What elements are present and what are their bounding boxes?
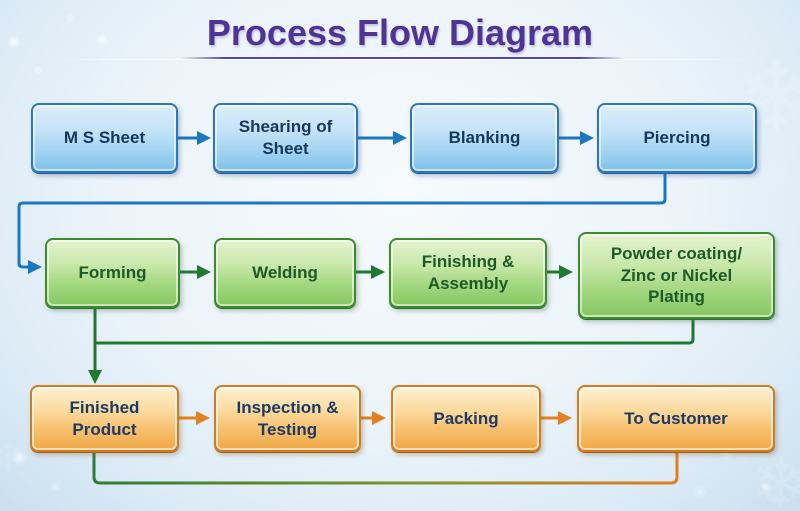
flow-box-forming: Forming — [45, 238, 180, 308]
snowflake-icon: ❄ — [755, 151, 792, 200]
arrow-shearing-blanking — [358, 131, 407, 145]
arrow-finished-inspection — [179, 411, 210, 425]
connector-finishedproduct-tocustomer-loop — [92, 453, 679, 485]
arrow-forming-welding — [180, 265, 211, 279]
flow-box-packing: Packing — [391, 385, 541, 452]
flow-box-finishing-assembly: Finishing & Assembly — [389, 238, 547, 308]
flow-box-finished-product: Finished Product — [30, 385, 179, 452]
flow-box-m-s-sheet: M S Sheet — [31, 103, 178, 173]
flow-box-to-customer: To Customer — [577, 385, 775, 452]
arrow-blanking-piercing — [559, 131, 594, 145]
flow-box-piercing: Piercing — [597, 103, 757, 173]
title-underline — [180, 57, 625, 59]
snowflake-icon: ❄ — [0, 436, 26, 480]
arrow-packing-tocustomer — [541, 411, 572, 425]
flow-box-blanking: Blanking — [410, 103, 559, 173]
arrow-welding-finishing — [356, 265, 385, 279]
snowflake-icon: ❄ — [751, 445, 800, 511]
arrow-powder-finishedproduct — [88, 309, 695, 384]
arrow-inspection-packing — [361, 411, 386, 425]
flow-box-inspection-testing: Inspection & Testing — [214, 385, 361, 452]
flow-box-powder-coating: Powder coating/ Zinc or Nickel Plating — [578, 232, 775, 319]
page-title: Process Flow Diagram — [206, 12, 594, 53]
arrow-finishing-powder — [547, 265, 573, 279]
arrow-mssheet-shearing — [178, 131, 211, 145]
flow-box-shearing-of-sheet: Shearing of Sheet — [213, 103, 358, 173]
flow-box-welding: Welding — [214, 238, 356, 308]
title-underline-highlight — [40, 59, 765, 60]
